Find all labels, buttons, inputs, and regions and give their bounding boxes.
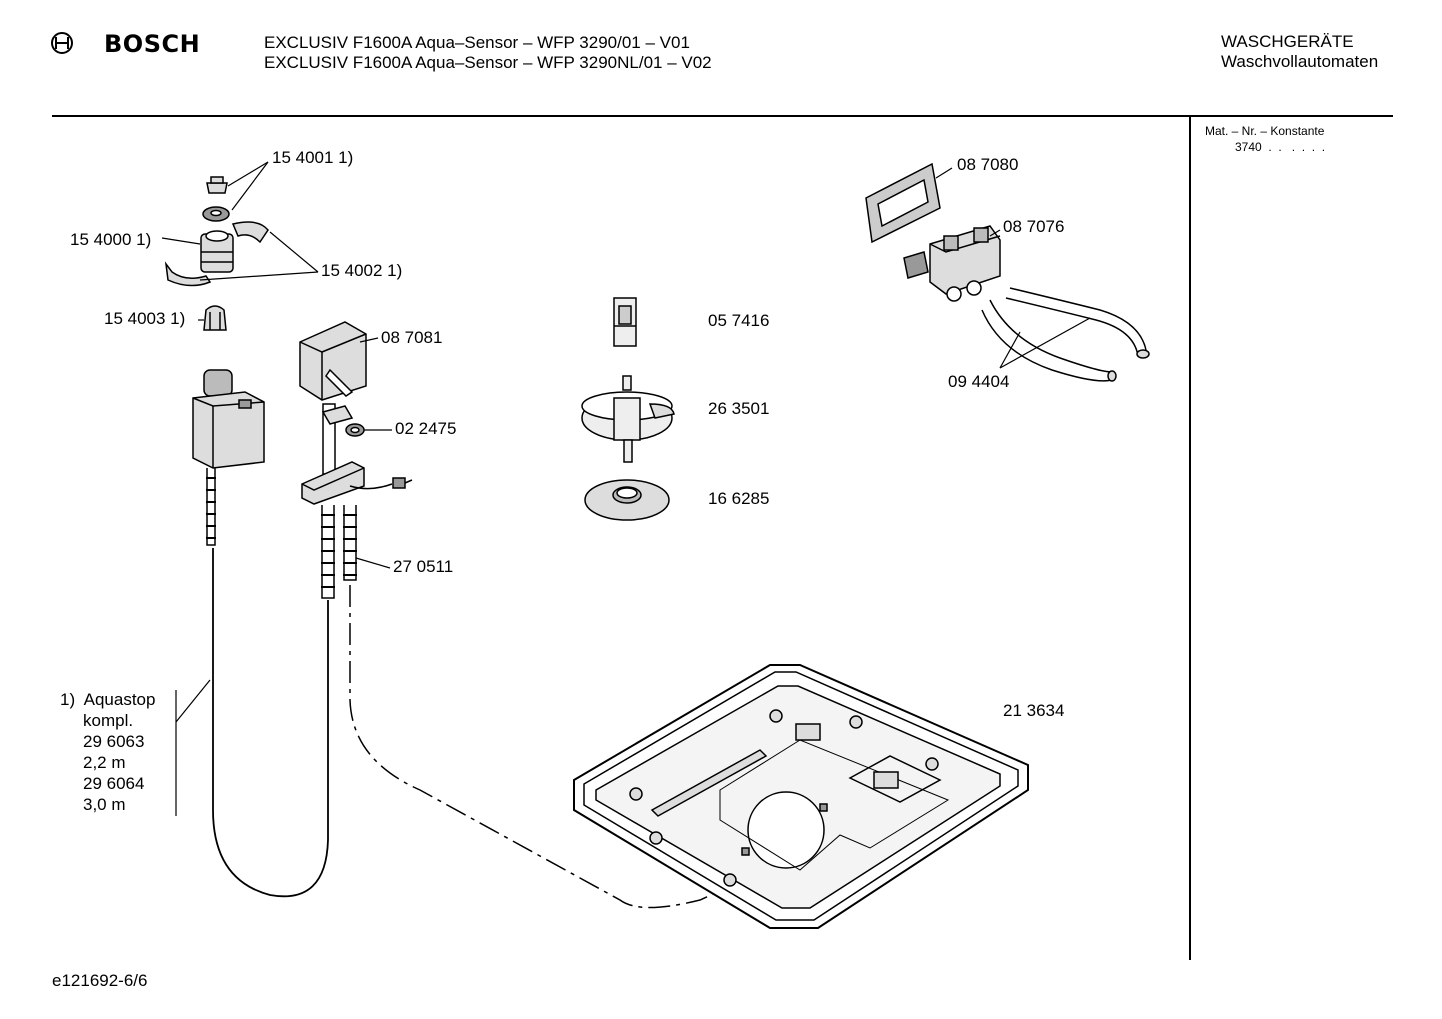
footnote-line-4: 2,2 m — [83, 753, 126, 772]
part-label-166285: 16 6285 — [708, 489, 770, 508]
plug-part — [613, 297, 637, 347]
part-label-087076: 08 7076 — [1003, 217, 1065, 236]
bosch-logo-mark — [51, 32, 73, 54]
part-label-087081: 08 7081 — [381, 328, 443, 347]
part-label-154000: 15 4000 1) — [70, 230, 152, 249]
base-plate-part — [573, 664, 1029, 929]
clip-part — [164, 221, 269, 287]
part-label-154003: 15 4003 1) — [104, 309, 186, 328]
float-switch-part — [581, 375, 675, 463]
inlet-hoses — [981, 287, 1150, 382]
footnote-line-6: 3,0 m — [83, 795, 126, 814]
aquastop-note-leader — [175, 679, 211, 723]
part-label-087080: 08 7080 — [957, 155, 1019, 174]
part-label-213634: 21 3634 — [1003, 701, 1065, 720]
drain-hoses — [321, 505, 791, 909]
leader-lines — [161, 161, 1091, 569]
mat-nr-label: Mat. – Nr. – Konstante — [1205, 124, 1325, 138]
mat-nr-value: 3740 . . . . . . — [1235, 140, 1326, 154]
washer-part — [202, 206, 230, 222]
nut-part — [206, 176, 228, 194]
footnote-line-2: kompl. — [83, 711, 134, 730]
cover-part — [299, 321, 367, 401]
footnote-line-1: 1) Aquastop — [60, 690, 156, 709]
aquastop-box-part — [192, 369, 265, 469]
model-title-line-2: EXCLUSIV F1600A Aqua–Sensor – WFP 3290NL… — [264, 53, 712, 72]
subcategory: Waschvollautomaten — [1221, 52, 1379, 71]
model-title-line-1: EXCLUSIV F1600A Aqua–Sensor – WFP 3290/0… — [264, 33, 690, 52]
inlet-valve-part — [903, 225, 1001, 302]
connector-nut-part — [200, 230, 234, 273]
seal-disc-part — [584, 479, 670, 521]
footnote-line-3: 29 6063 — [83, 732, 145, 751]
part-label-154002: 15 4002 1) — [321, 261, 403, 280]
brand-name: BOSCH — [104, 30, 201, 58]
part-label-022475: 02 2475 — [395, 419, 457, 438]
part-label-154001: 15 4001 1) — [272, 148, 354, 167]
part-label-270511: 27 0511 — [393, 557, 454, 576]
part-label-263501: 26 3501 — [708, 399, 770, 418]
aquastop-hose — [206, 468, 329, 898]
cap-part — [203, 305, 227, 331]
part-label-057416: 05 7416 — [708, 311, 770, 330]
gasket-frame-part — [865, 162, 941, 244]
footnote-line-5: 29 6064 — [83, 774, 145, 793]
part-label-094404: 09 4404 — [948, 372, 1010, 391]
category: WASCHGERÄTE — [1221, 32, 1354, 51]
pressure-switch-assembly — [301, 403, 413, 505]
document-id: e121692-6/6 — [52, 971, 148, 990]
